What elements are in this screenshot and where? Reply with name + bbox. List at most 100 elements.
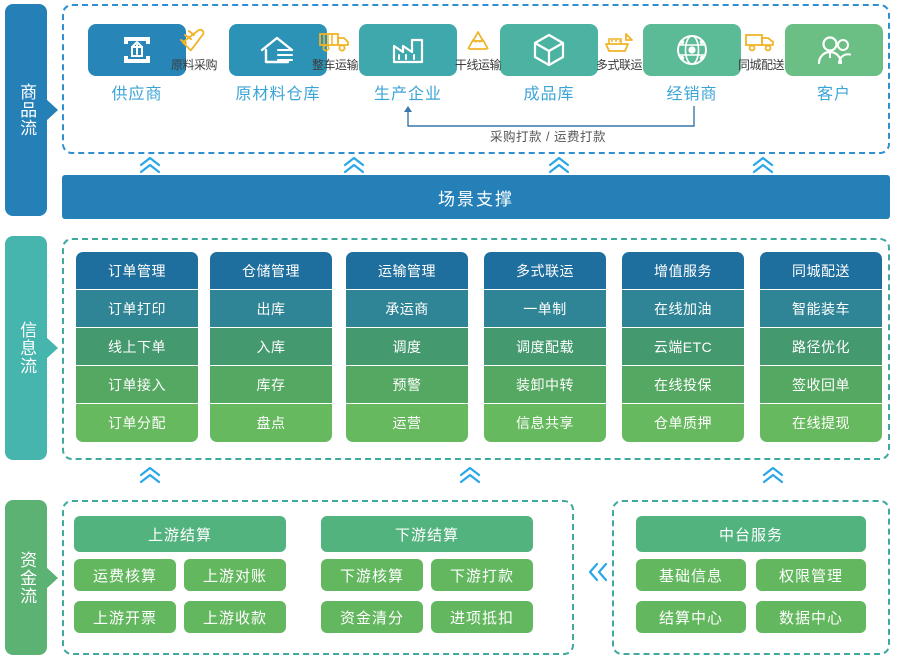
chevron-up-icon-5: [139, 466, 161, 484]
money-item[interactable]: 资金清分: [321, 601, 423, 633]
link-multimodal: 多式联运: [588, 29, 650, 73]
link-raw-purchase-label: 原料采购: [170, 58, 218, 72]
money-item[interactable]: 运费核算: [74, 559, 176, 591]
info-column-value-added: 增值服务 在线加油 云端ETC 在线投保 仓单质押: [622, 252, 744, 442]
money-item[interactable]: 数据中心: [756, 601, 866, 633]
money-item[interactable]: 下游打款: [431, 559, 533, 591]
chevron-up-icon-3: [548, 156, 570, 174]
info-head-warehouse[interactable]: 仓储管理: [210, 252, 332, 290]
lane-money-pointer: [46, 566, 58, 589]
money-item[interactable]: 上游对账: [184, 559, 286, 591]
money-item[interactable]: 结算中心: [636, 601, 746, 633]
info-item[interactable]: 库存: [210, 366, 332, 404]
lane-goods-pointer: [46, 99, 58, 121]
truck-full-icon: [304, 29, 366, 55]
money-flow-midplatform-panel: [612, 500, 890, 655]
info-item[interactable]: 智能装车: [760, 290, 882, 328]
link-raw-purchase: 原料采购: [163, 28, 225, 73]
airplane-icon: [163, 28, 225, 55]
money-flow-settlement-panel: [62, 500, 574, 655]
info-head-multimodal[interactable]: 多式联运: [484, 252, 606, 290]
chevron-up-icon-6: [459, 466, 481, 484]
info-item[interactable]: 盘点: [210, 404, 332, 442]
info-item[interactable]: 运营: [346, 404, 468, 442]
money-head-upstream-settlement[interactable]: 上游结算: [74, 516, 286, 552]
info-item[interactable]: 订单分配: [76, 404, 198, 442]
info-item[interactable]: 在线投保: [622, 366, 744, 404]
supplier-upload-icon: [124, 37, 150, 63]
info-column-city-delivery: 同城配送 智能装车 路径优化 签收回单 在线提现: [760, 252, 882, 442]
ship-icon: [588, 29, 650, 55]
info-item[interactable]: 调度配载: [484, 328, 606, 366]
info-head-city-delivery[interactable]: 同城配送: [760, 252, 882, 290]
lane-label-goods: 商品流: [5, 4, 58, 216]
info-item[interactable]: 在线提现: [760, 404, 882, 442]
chevron-up-icon-4: [752, 156, 774, 174]
info-column-warehouse: 仓储管理 出库 入库 库存 盘点: [210, 252, 332, 442]
info-item[interactable]: 在线加油: [622, 290, 744, 328]
info-item[interactable]: 线上下单: [76, 328, 198, 366]
node-finished-warehouse[interactable]: [500, 24, 598, 76]
info-head-order[interactable]: 订单管理: [76, 252, 198, 290]
info-item[interactable]: 仓单质押: [622, 404, 744, 442]
customer-people-icon: [817, 36, 851, 65]
payment-flow-arrow: [404, 106, 695, 127]
node-raw-warehouse-caption: 原材料仓库: [235, 86, 321, 103]
info-item[interactable]: 出库: [210, 290, 332, 328]
info-item[interactable]: 订单打印: [76, 290, 198, 328]
node-distributor[interactable]: [643, 24, 741, 76]
warehouse-home-icon: [260, 36, 294, 64]
node-supplier[interactable]: [88, 24, 186, 76]
link-multimodal-label: 多式联运: [595, 58, 643, 72]
info-head-value-added[interactable]: 增值服务: [622, 252, 744, 290]
money-item[interactable]: 权限管理: [756, 559, 866, 591]
money-item[interactable]: 上游收款: [184, 601, 286, 633]
payment-flow-arrow-label: 采购打款 / 运费打款: [490, 130, 606, 144]
node-raw-warehouse[interactable]: [229, 24, 327, 76]
money-head-midplatform-service[interactable]: 中台服务: [636, 516, 866, 552]
info-item[interactable]: 承运商: [346, 290, 468, 328]
info-item[interactable]: 签收回单: [760, 366, 882, 404]
link-city-delivery-label: 同城配送: [737, 58, 785, 72]
link-ftl-transport-label: 整车运输: [311, 58, 359, 72]
lane-money-text: 资金流: [17, 550, 37, 605]
info-item[interactable]: 一单制: [484, 290, 606, 328]
node-distributor-caption: 经销商: [666, 86, 718, 103]
money-item[interactable]: 基础信息: [636, 559, 746, 591]
recycle-arrows-icon: [447, 29, 509, 55]
chevron-up-icon-2: [343, 156, 365, 174]
lane-label-money: 资金流: [5, 500, 58, 655]
goods-flow-panel: [62, 4, 890, 154]
info-item[interactable]: 云端ETC: [622, 328, 744, 366]
link-trunk-transport-label: 干线运输: [454, 58, 502, 72]
link-trunk-transport: 干线运输: [447, 29, 509, 73]
money-item[interactable]: 下游核算: [321, 559, 423, 591]
factory-icon: [392, 38, 424, 64]
node-manufacturer[interactable]: [359, 24, 457, 76]
node-manufacturer-caption: 生产企业: [373, 86, 442, 103]
info-column-multimodal: 多式联运 一单制 调度配载 装卸中转 信息共享: [484, 252, 606, 442]
money-item[interactable]: 进项抵扣: [431, 601, 533, 633]
lane-goods-text: 商品流: [17, 83, 37, 137]
link-ftl-transport: 整车运输: [304, 29, 366, 73]
cube-box-icon: [533, 33, 565, 67]
globe-network-icon: [677, 35, 707, 65]
info-item[interactable]: 预警: [346, 366, 468, 404]
lane-info-pointer: [46, 337, 58, 359]
scene-support-label: 场景支撑: [438, 189, 514, 209]
info-item[interactable]: 信息共享: [484, 404, 606, 442]
info-item[interactable]: 订单接入: [76, 366, 198, 404]
info-item[interactable]: 装卸中转: [484, 366, 606, 404]
node-finished-warehouse-caption: 成品库: [523, 86, 575, 103]
info-column-order: 订单管理 订单打印 线上下单 订单接入 订单分配: [76, 252, 198, 442]
info-item[interactable]: 入库: [210, 328, 332, 366]
node-customer[interactable]: [785, 24, 883, 76]
info-item[interactable]: 调度: [346, 328, 468, 366]
lane-info-text: 信息流: [17, 321, 37, 375]
money-item[interactable]: 上游开票: [74, 601, 176, 633]
money-head-downstream-settlement[interactable]: 下游结算: [321, 516, 533, 552]
scene-support-bar[interactable]: 场景支撑: [62, 175, 890, 219]
info-head-transport[interactable]: 运输管理: [346, 252, 468, 290]
info-item[interactable]: 路径优化: [760, 328, 882, 366]
